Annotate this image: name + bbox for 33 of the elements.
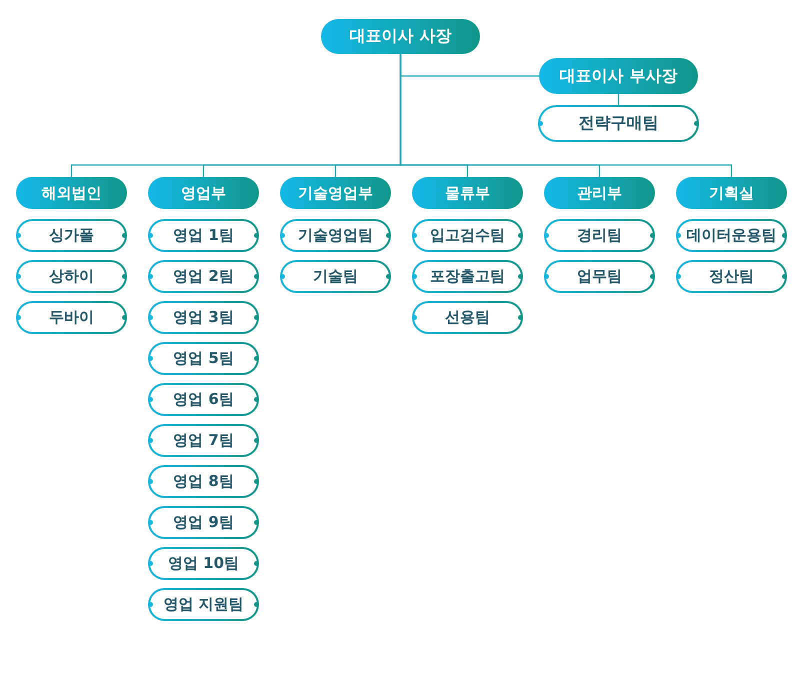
team-box: 포장출고팀 [412, 260, 523, 293]
team-box: 영업 6팀 [148, 383, 259, 416]
department-box: 관리부 [544, 177, 655, 209]
department-box: 기획실 [676, 177, 787, 209]
team-box: 선용팀 [412, 301, 523, 334]
connector-line [400, 54, 732, 177]
team-box: 영업 8팀 [148, 465, 259, 498]
team-box: 영업 7팀 [148, 424, 259, 457]
team-box: 영업 2팀 [148, 260, 259, 293]
team-box: 영업 5팀 [148, 342, 259, 375]
team-box: 상하이 [16, 260, 127, 293]
team-box: 기술팀 [280, 260, 391, 293]
department-box: 물류부 [412, 177, 523, 209]
team-box: 영업 3팀 [148, 301, 259, 334]
department-box: 해외법인 [16, 177, 127, 209]
connector-line [618, 94, 620, 105]
team-box: 정산팀 [676, 260, 787, 293]
team-box: 영업 10팀 [148, 547, 259, 580]
executive-box: 대표이사 사장 [321, 19, 480, 54]
team-box: 영업 지원팀 [148, 588, 259, 621]
department-box: 기술영업부 [280, 177, 391, 209]
team-box: 입고검수팀 [412, 219, 523, 252]
team-box: 두바이 [16, 301, 127, 334]
team-box: 데이터운용팀 [676, 219, 787, 252]
team-box: 업무팀 [544, 260, 655, 293]
department-box: 영업부 [148, 177, 259, 209]
team-box: 전략구매팀 [538, 105, 699, 142]
executive-box: 대표이사 부사장 [539, 58, 698, 94]
team-box: 영업 1팀 [148, 219, 259, 252]
team-box: 기술영업팀 [280, 219, 391, 252]
team-box: 영업 9팀 [148, 506, 259, 539]
team-box: 싱가폴 [16, 219, 127, 252]
team-box: 경리팀 [544, 219, 655, 252]
